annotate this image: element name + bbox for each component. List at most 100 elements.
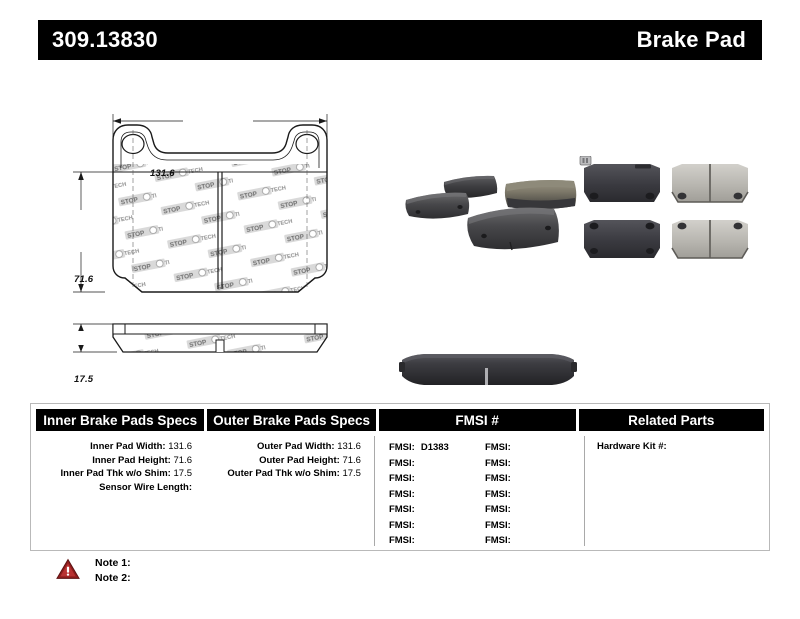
fmsi-column-left: FMSI:D1383 FMSI: FMSI: FMSI: FMSI: [389, 440, 485, 549]
outer-pad-height-value: 71.6 [342, 454, 361, 466]
fmsi-cell: FMSI:D1383 FMSI: FMSI: FMSI: FMSI: [373, 436, 581, 549]
fmsi-label: FMSI: [484, 504, 511, 515]
fmsi-row: FMSI: [485, 487, 581, 503]
fmsi-label: FMSI: [484, 457, 511, 469]
fmsi-label: FMSI: [388, 488, 415, 500]
outer-pad-height-label: Outer Pad Height: [259, 454, 340, 466]
pad-side-view [112, 323, 328, 353]
outer-pad-thk-value: 17.5 [342, 468, 361, 480]
spec-row: Outer Pad Width: 131.6 [205, 440, 361, 454]
fmsi-row: FMSI: [389, 518, 485, 534]
inner-pad-width-label: Inner Pad Width: [90, 441, 166, 452]
pad-photo-bottom-left [584, 220, 660, 258]
fmsi-value [511, 473, 517, 484]
column-header-inner-specs: Inner Brake Pads Specs [36, 409, 205, 431]
fmsi-value [415, 520, 421, 531]
fmsi-value [415, 473, 421, 484]
spec-row: Outer Pad Height: 71.6 [205, 454, 361, 468]
column-header-related-parts: Related Parts [578, 409, 764, 431]
fmsi-label: FMSI: [484, 442, 511, 453]
related-parts-cell: Hardware Kit #: [583, 436, 766, 546]
spec-row: Outer Pad Thk w/o Shim: 17.5 [205, 467, 361, 481]
hardware-kit-label: Hardware Kit #: [596, 441, 667, 452]
fmsi-value [511, 442, 517, 453]
part-number: 309.13830 [52, 27, 158, 52]
column-header-outer-specs: Outer Brake Pads Specs [207, 409, 376, 431]
pad-front-view [112, 124, 328, 293]
fmsi-label: FMSI: [484, 519, 511, 531]
notes-block: Note 1: Note 2: [56, 556, 131, 586]
photo-four-angled-pads [405, 175, 577, 251]
dimension-label-height: 71.6 [74, 274, 94, 285]
fmsi-row: FMSI: [485, 456, 581, 472]
fmsi-label: FMSI: [484, 473, 511, 484]
dimension-label-thickness: 17.5 [74, 374, 94, 385]
pad-photo-back-right [504, 180, 577, 210]
pad-photo-back-left [443, 175, 498, 198]
notes-text-group: Note 1: Note 2: [95, 556, 131, 586]
fmsi-value [511, 535, 517, 546]
spec-table-header-row: Inner Brake Pads Specs Outer Brake Pads … [31, 404, 769, 431]
fmsi-row: FMSI: [389, 502, 485, 518]
note-1: Note 1: [95, 557, 131, 569]
dimension-height [73, 171, 117, 293]
fmsi-value [415, 489, 421, 500]
fmsi-value [511, 458, 517, 469]
fmsi-value [415, 504, 421, 515]
fmsi-row: FMSI: [389, 487, 485, 503]
fmsi-value: D1383 [420, 442, 449, 453]
fmsi-value [511, 489, 517, 500]
photo-pad-pairs-grid [579, 156, 749, 259]
spec-table-body-row: Inner Pad Width: 131.6 Inner Pad Height:… [36, 436, 766, 546]
dimension-label-width: 131.6 [150, 168, 175, 179]
fmsi-value [415, 535, 421, 546]
sensor-wire-length-label: Sensor Wire Length: [99, 481, 192, 493]
spec-row: Sensor Wire Length: [36, 481, 192, 495]
fmsi-value [511, 504, 517, 515]
product-type-title: Brake Pad [636, 27, 746, 52]
fmsi-row: FMSI: [485, 471, 581, 487]
inner-pad-thk-label: Inner Pad Thk w/o Shim: [60, 468, 171, 480]
outer-pad-thk-label: Outer Pad Thk w/o Shim: [227, 468, 340, 480]
fmsi-label: FMSI: [388, 535, 415, 546]
fmsi-label: FMSI: [484, 488, 511, 500]
inner-specs-cell: Inner Pad Width: 131.6 Inner Pad Height:… [36, 436, 202, 546]
fmsi-label: FMSI: [388, 519, 415, 531]
fmsi-row: FMSI: [485, 518, 581, 534]
column-header-fmsi: FMSI # [378, 409, 576, 431]
fmsi-row: FMSI: [485, 533, 581, 549]
inner-pad-height-value: 71.6 [173, 454, 192, 466]
pad-photo-mid-left [405, 192, 470, 219]
hardware-kit-row: Hardware Kit #: [585, 440, 766, 454]
outer-pad-width-value: 131.6 [337, 441, 361, 452]
fmsi-row: FMSI:D1383 [389, 440, 485, 456]
warning-triangle-icon [56, 558, 80, 579]
specifications-table: Inner Brake Pads Specs Outer Brake Pads … [30, 403, 770, 551]
spec-row: Inner Pad Width: 131.6 [36, 440, 192, 454]
pad-photo-bottom-right [671, 220, 749, 259]
inner-pad-thk-value: 17.5 [173, 468, 192, 480]
outer-pad-width-label: Outer Pad Width: [257, 441, 335, 452]
note-2: Note 2: [95, 572, 131, 584]
dimension-width [112, 114, 328, 162]
cad-technical-drawing: STOP TECH STOP TECH [73, 114, 328, 353]
header-bar: 309.13830 Brake Pad [38, 20, 762, 60]
fmsi-label: FMSI: [484, 535, 511, 546]
inner-pad-width-value: 131.6 [168, 441, 192, 452]
pad-photo-top-right [671, 164, 749, 203]
fmsi-value [415, 458, 421, 469]
fmsi-column-right: FMSI: FMSI: FMSI: FMSI: FMSI: [485, 440, 581, 549]
dimension-thickness [73, 323, 117, 353]
fmsi-value [511, 520, 517, 531]
spec-row: Inner Pad Height: 71.6 [36, 454, 192, 468]
drawing-area: STOP TECH STOP TECH [0, 64, 800, 394]
fmsi-row: FMSI: [485, 440, 581, 456]
fmsi-row: FMSI: [389, 456, 485, 472]
spec-row: Inner Pad Thk w/o Shim: 17.5 [36, 467, 192, 481]
fmsi-row: FMSI: [389, 533, 485, 549]
fmsi-label: FMSI: [388, 504, 415, 515]
photo-pad-edge-view [399, 354, 577, 385]
pad-photo-top-left [579, 156, 660, 202]
inner-pad-height-label: Inner Pad Height: [92, 454, 171, 466]
fmsi-row: FMSI: [485, 502, 581, 518]
